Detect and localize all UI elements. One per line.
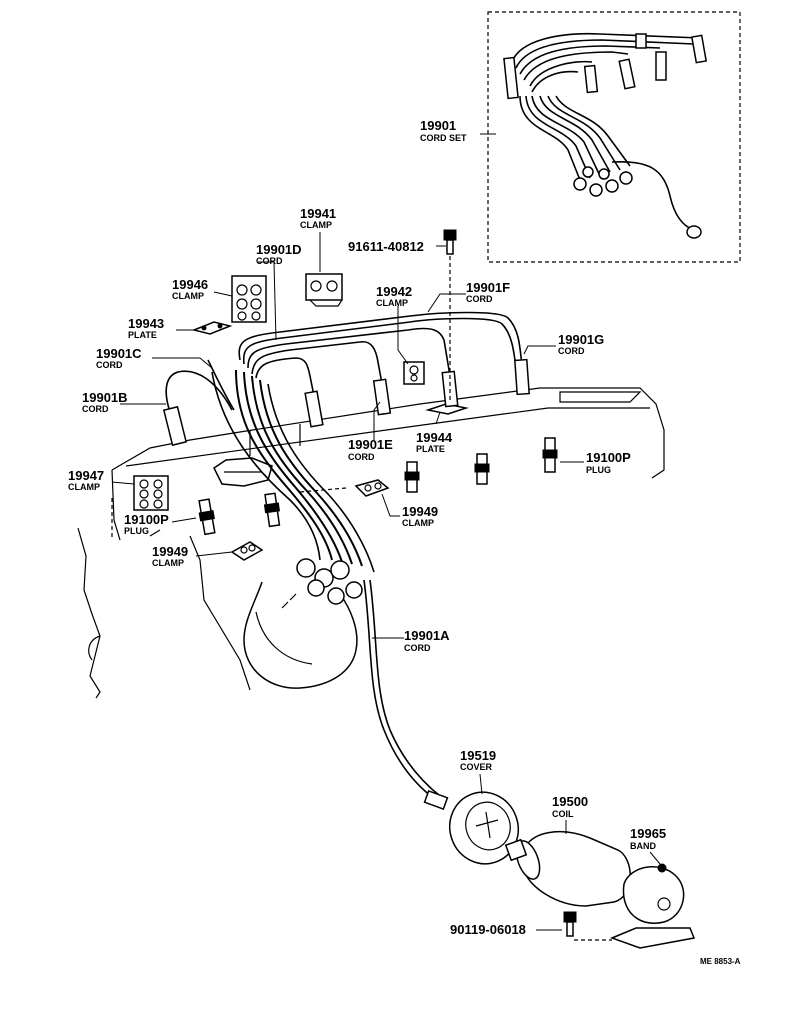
- callout-number: 19965: [630, 826, 666, 841]
- callout-number: 91611-40812: [348, 239, 424, 254]
- callout-19901C: 19901C CORD: [96, 346, 142, 370]
- callout-19901E: 19901E CORD: [348, 437, 393, 462]
- callout-name: CORD: [348, 452, 375, 462]
- callout-name: PLUG: [586, 465, 611, 475]
- callout-number: 19901F: [466, 280, 510, 295]
- callout-19519: 19519 COVER: [460, 748, 496, 772]
- callout-name: CLAMP: [172, 291, 204, 301]
- cord-set-drawing: [503, 32, 708, 239]
- callout-number: 19901D: [256, 242, 302, 257]
- callout-name: CLAMP: [376, 298, 408, 308]
- callout-number: 19949: [402, 504, 438, 519]
- callout-19944: 19944 PLATE: [416, 430, 453, 454]
- cord-set-name: CORD SET: [420, 133, 467, 143]
- callout-number: 19901G: [558, 332, 604, 347]
- clamp-19947-drawing: [133, 475, 169, 511]
- callout-name: CLAMP: [68, 482, 100, 492]
- callout-number: 19942: [376, 284, 412, 299]
- clamp-19949-upper-drawing: [354, 479, 390, 497]
- callout-name: PLATE: [416, 444, 445, 454]
- callout-name: CLAMP: [300, 220, 332, 230]
- cord-set-number: 19901: [420, 118, 456, 133]
- callout-name: CORD: [82, 404, 109, 414]
- callout-name: CLAMP: [152, 558, 184, 568]
- callout-number: 19100P: [586, 450, 631, 465]
- callout-19947: 19947 CLAMP: [68, 468, 104, 492]
- callout-number: 90119-06018: [450, 922, 526, 937]
- callout-name: CLAMP: [402, 518, 434, 528]
- spark-plugs-left: [198, 492, 281, 536]
- callout-number: 19901C: [96, 346, 142, 361]
- callout-number: 19500: [552, 794, 588, 809]
- callout-19500: 19500 COIL: [552, 794, 588, 819]
- bolt-90119-drawing: [563, 911, 577, 937]
- engine-head-outline: [77, 387, 665, 699]
- callout-19942: 19942 CLAMP: [376, 284, 412, 308]
- callout-number: 19519: [460, 748, 496, 763]
- callout-19901B: 19901B CORD: [82, 390, 128, 414]
- callout-number: 19949: [152, 544, 188, 559]
- callout-19941: 19941 CLAMP: [300, 206, 336, 230]
- callout-number: 19944: [416, 430, 453, 445]
- callout-name: BAND: [630, 841, 656, 851]
- coil-band-drawing: [609, 863, 696, 949]
- callout-name: PLATE: [128, 330, 157, 340]
- callout-labels: 19941 CLAMP 91611-40812 19901D CORD 1994…: [68, 206, 666, 937]
- clamp-19942-drawing: [403, 361, 425, 385]
- callout-name: PLUG: [124, 526, 149, 536]
- callout-number: 19941: [300, 206, 336, 221]
- callout-name: CORD: [466, 294, 493, 304]
- callout-19965: 19965 BAND: [630, 826, 666, 851]
- callout-number: 19100P: [124, 512, 169, 527]
- callout-19943: 19943 PLATE: [128, 316, 164, 340]
- callout-91611-40812: 91611-40812: [348, 239, 424, 254]
- distributor-cap-drawing: [243, 558, 363, 689]
- leader-lines: [111, 232, 661, 941]
- callout-90119-06018: 90119-06018: [450, 922, 526, 937]
- callout-19901D: 19901D CORD: [256, 242, 302, 266]
- callout-name: CORD: [558, 346, 585, 356]
- callout-name: COIL: [552, 809, 574, 819]
- coil-cover-drawing: [449, 791, 519, 865]
- callout-19901F: 19901F CORD: [466, 280, 510, 304]
- callout-19100P-right: 19100P PLUG: [586, 450, 631, 475]
- clamp-19949-lower-drawing: [230, 541, 264, 561]
- clamp-19941-drawing: [305, 273, 343, 307]
- plate-19943-drawing: [191, 321, 233, 335]
- bolt-91611-drawing: [443, 229, 457, 255]
- callout-number: 19947: [68, 468, 104, 483]
- callout-number: 19901A: [404, 628, 450, 643]
- callout-name: CORD: [96, 360, 123, 370]
- ignition-cords: [162, 311, 530, 811]
- spark-plugs-right: [404, 437, 558, 493]
- callout-name: CORD: [256, 256, 283, 266]
- cord-set-inset: 19901 CORD SET: [420, 11, 741, 263]
- callout-19901A: 19901A CORD: [404, 628, 450, 653]
- ignition-coil-drawing: [504, 831, 631, 907]
- clamp-19946-drawing: [231, 275, 267, 323]
- plate-19944-drawing: [425, 403, 469, 415]
- callout-number: 19943: [128, 316, 164, 331]
- callout-19100P-left: 19100P PLUG: [124, 512, 169, 536]
- callout-name: CORD: [404, 643, 431, 653]
- callout-19901G: 19901G CORD: [558, 332, 604, 356]
- reference-code: ME 8853-A: [700, 957, 741, 966]
- callout-name: COVER: [460, 762, 493, 772]
- callout-number: 19901E: [348, 437, 393, 452]
- callout-number: 19946: [172, 277, 208, 292]
- callout-number: 19901B: [82, 390, 128, 405]
- callout-19946: 19946 CLAMP: [172, 277, 208, 301]
- callout-19949-lower: 19949 CLAMP: [152, 544, 188, 568]
- callout-19949-upper: 19949 CLAMP: [402, 504, 438, 528]
